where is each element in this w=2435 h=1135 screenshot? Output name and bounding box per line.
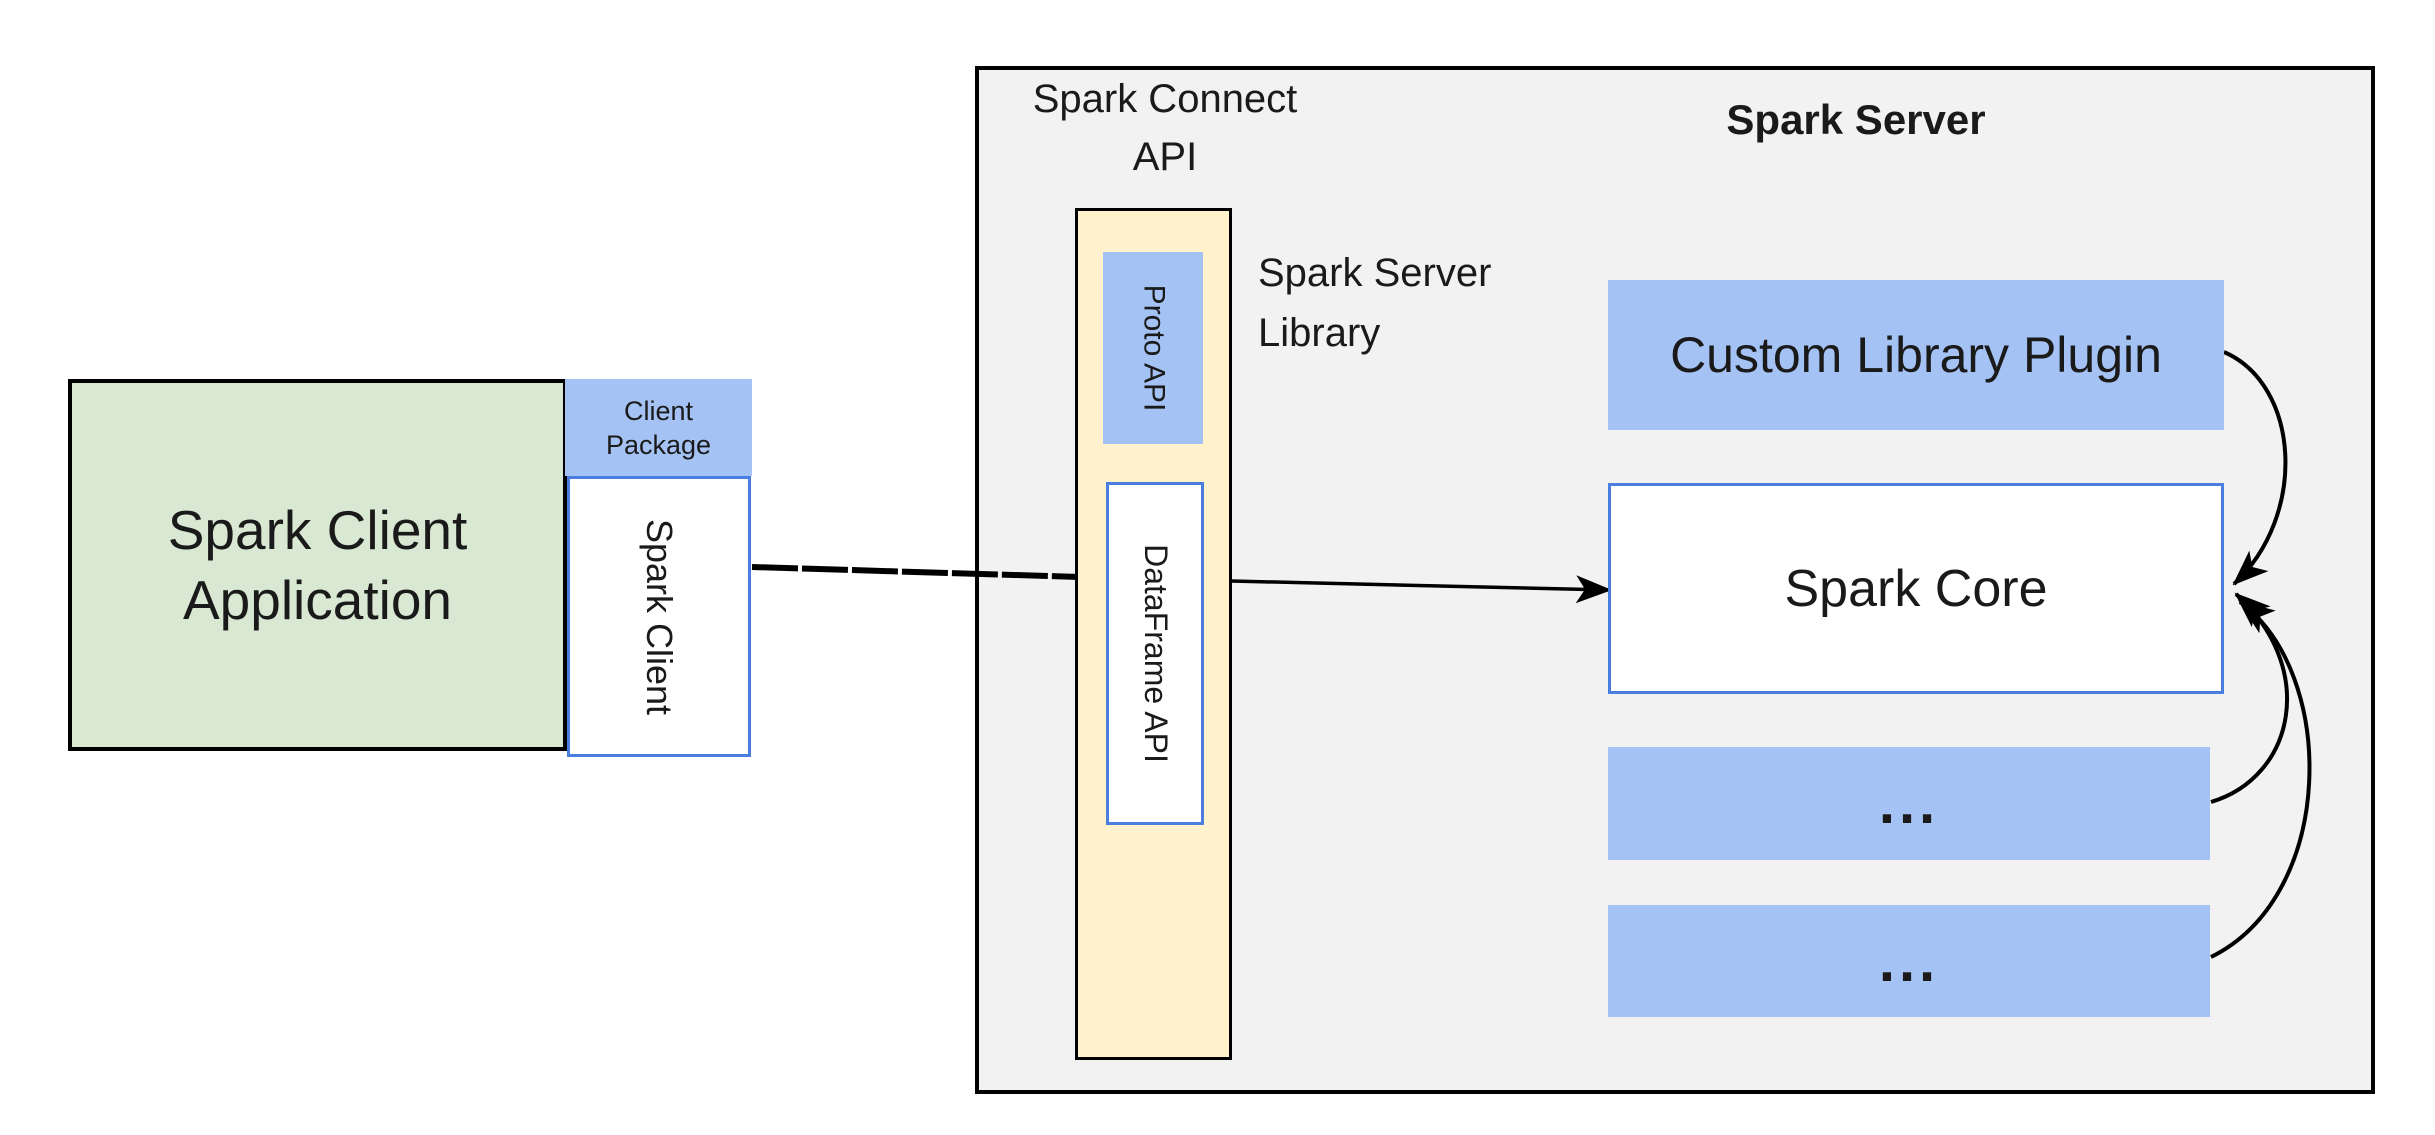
custom-library-plugin-box: Custom Library Plugin: [1608, 280, 2224, 430]
spark-server-library-column: [1075, 208, 1232, 1060]
spark-server-title: Spark Server: [1726, 96, 1986, 143]
spark-client-label: Spark Client: [639, 518, 680, 715]
client-package-box: Client Package: [565, 379, 752, 476]
spark-connect-api-title-line1: Spark Connect: [1032, 77, 1298, 121]
spark-server-library-label-line1: Spark Server: [1258, 251, 1492, 295]
ellipsis-plugin-box-2: ...: [1608, 905, 2210, 1017]
spark-client-application-line1: Spark Client: [167, 499, 468, 561]
dataframe-api-label: DataFrame API: [1137, 544, 1174, 763]
spark-server-library-label: Spark Server Library: [1258, 243, 1578, 363]
spark-connect-api-title: Spark Connect API: [1000, 70, 1330, 186]
ellipsis-plugin-box-1: ...: [1608, 747, 2210, 860]
spark-core-box: Spark Core: [1608, 483, 2224, 694]
spark-connect-api-title-line2: API: [1132, 135, 1198, 179]
client-package-line1: Client: [623, 395, 694, 426]
client-package-line2: Package: [605, 429, 712, 460]
spark-client-box: Spark Client: [567, 476, 751, 757]
spark-server-library-label-line2: Library: [1258, 311, 1381, 355]
spark-client-application-line2: Application: [182, 569, 453, 631]
dataframe-api-box: DataFrame API: [1106, 482, 1204, 825]
spark-client-application-box: Spark Client Application: [68, 379, 567, 751]
proto-api-box: Proto API: [1103, 252, 1203, 444]
proto-api-label: Proto API: [1137, 284, 1170, 412]
